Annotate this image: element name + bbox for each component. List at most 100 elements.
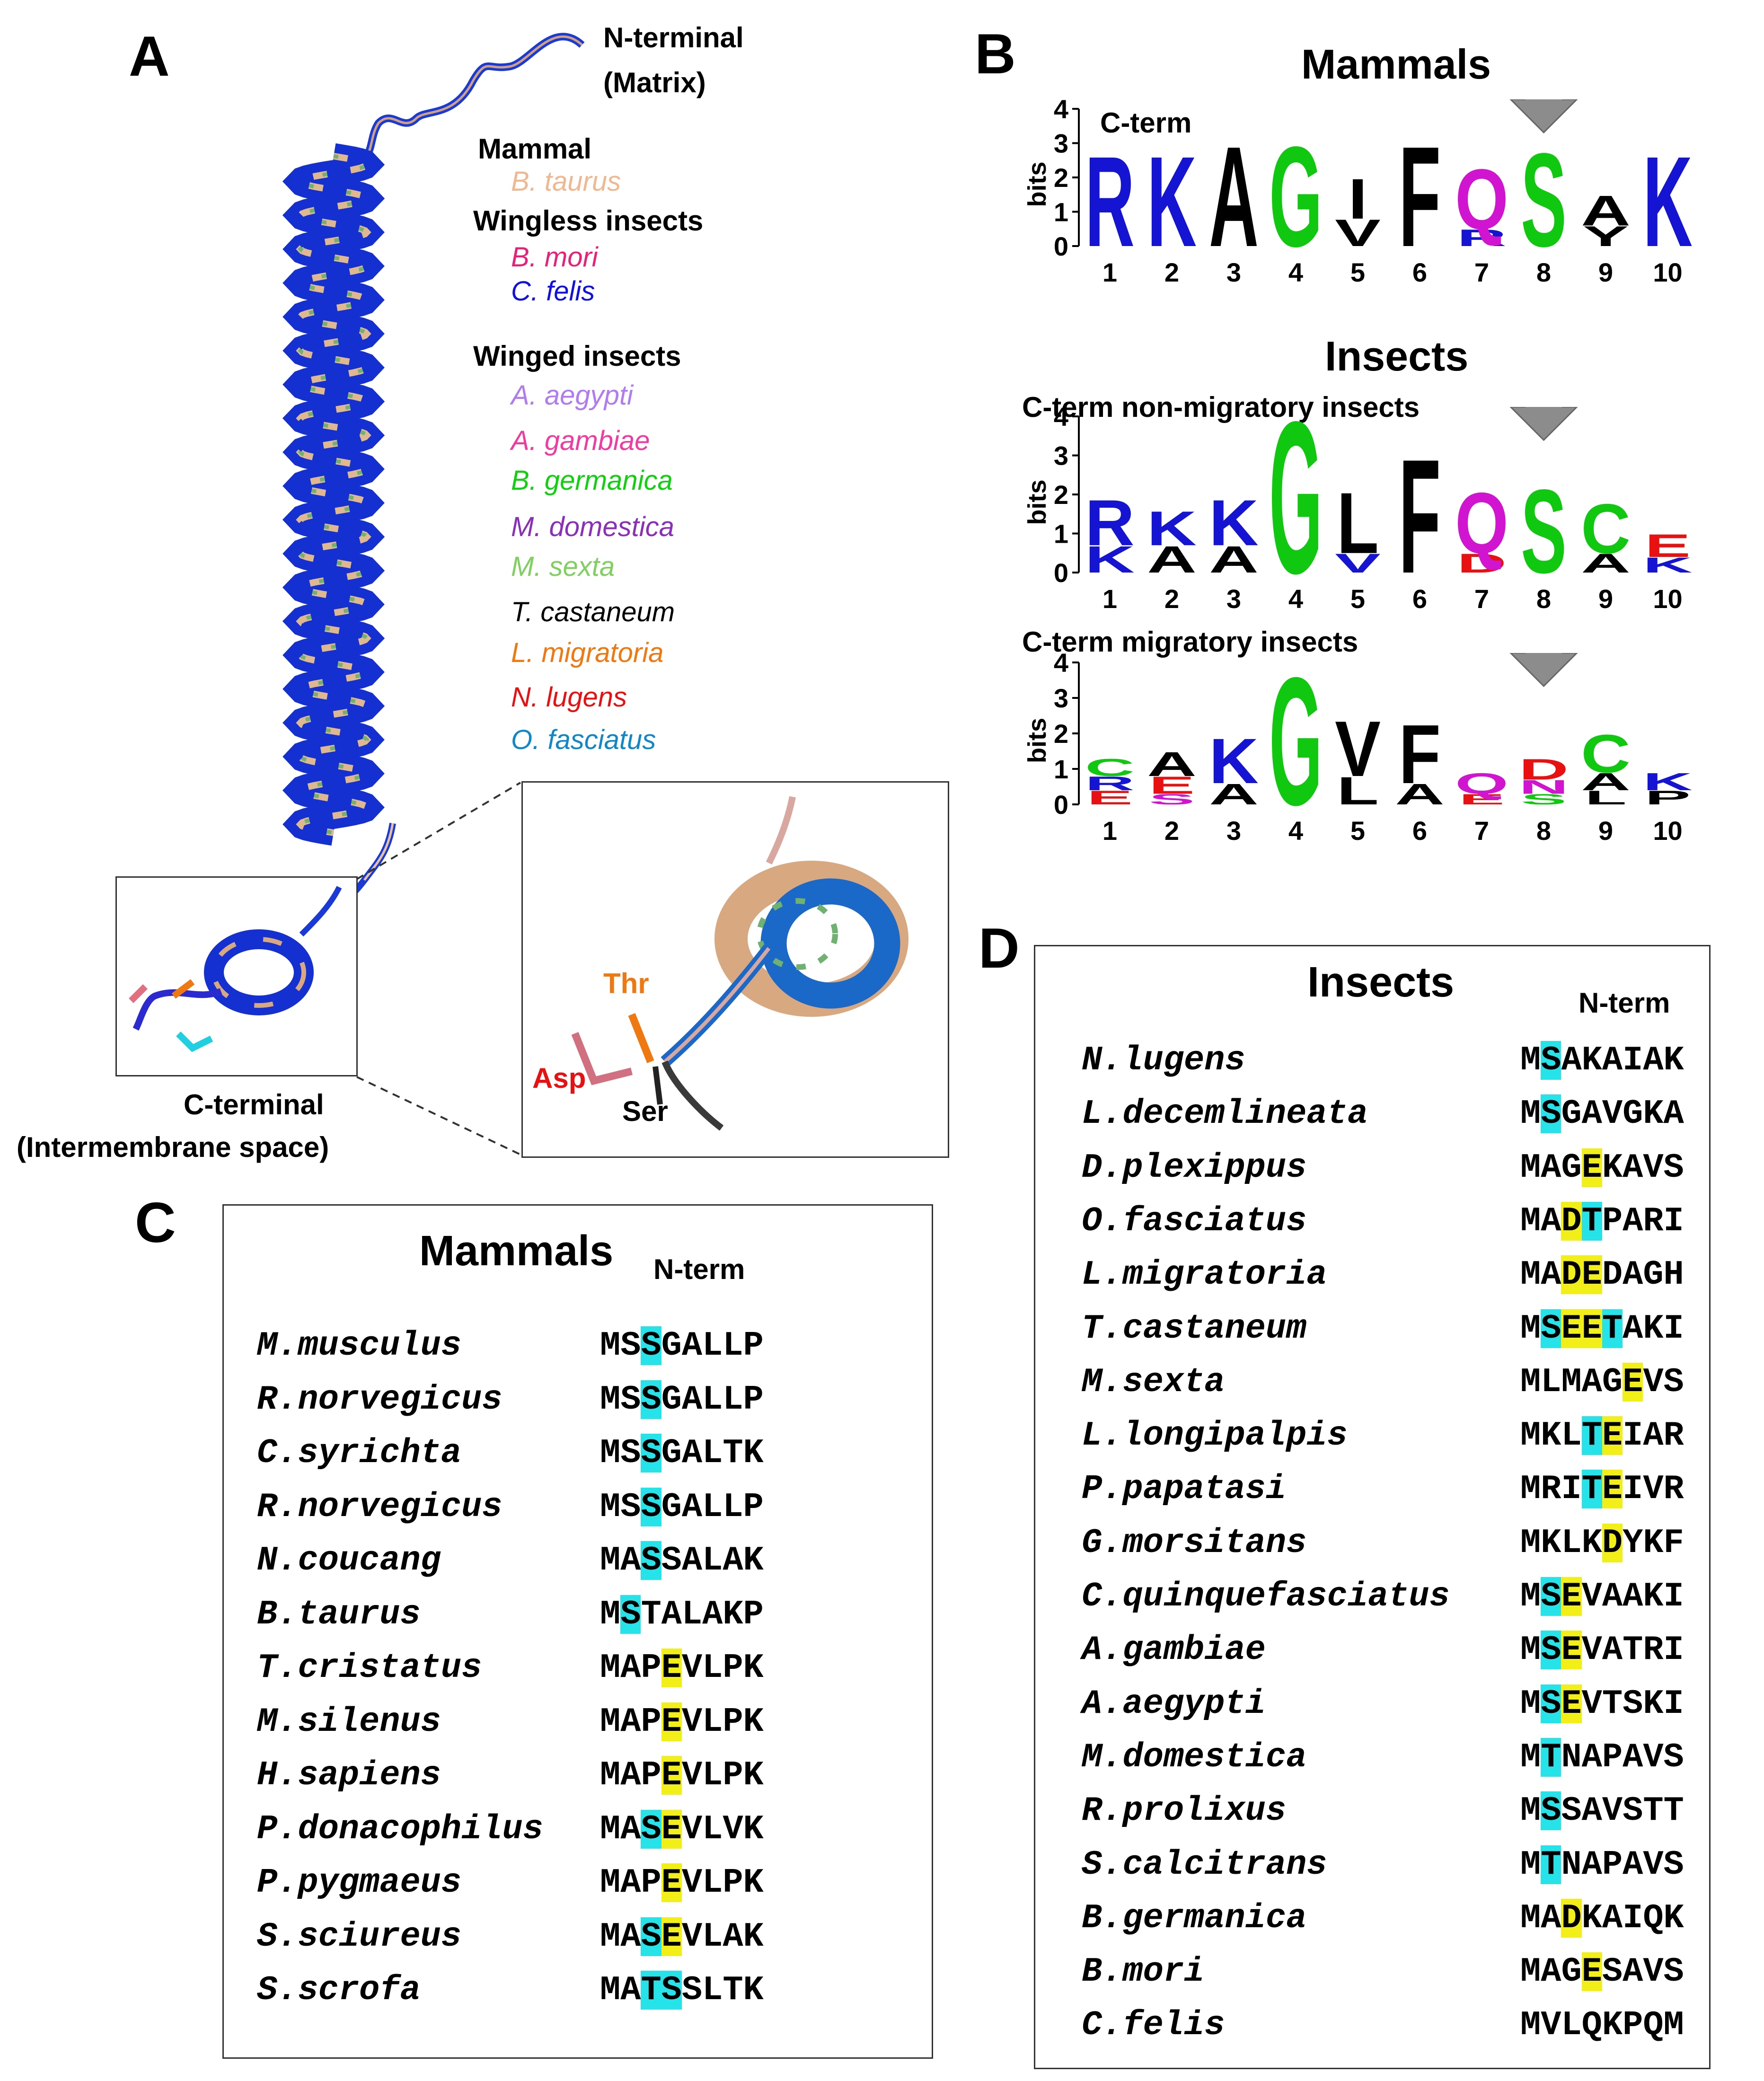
residue: V xyxy=(681,1863,703,1902)
y-tick-label: 3 xyxy=(1054,441,1068,471)
legend-species: B. mori xyxy=(511,242,598,273)
species-name: D.plexippus xyxy=(1082,1148,1307,1187)
residue: R xyxy=(1643,1631,1664,1670)
sequence: MAPEVLPK xyxy=(600,1702,764,1741)
residue: S xyxy=(1561,1791,1582,1831)
residue: E xyxy=(1561,1631,1582,1670)
residue: V xyxy=(1643,1470,1664,1509)
residue: M xyxy=(1520,1684,1541,1723)
logo-subtitle: C-term migratory insects xyxy=(1022,626,1358,658)
residue: P xyxy=(1623,2006,1643,2045)
residue: L xyxy=(1561,1416,1582,1455)
residue: S xyxy=(1623,1791,1643,1831)
residue: S xyxy=(641,1541,662,1580)
logo-letter: E xyxy=(1087,786,1133,809)
sequence: MSEETAKI xyxy=(1520,1309,1684,1348)
residue: K xyxy=(1643,1577,1664,1616)
residue: L xyxy=(702,1809,723,1849)
highlight-arrow xyxy=(1509,99,1578,134)
residue: S xyxy=(1541,1791,1561,1831)
logo-letter: P xyxy=(1645,786,1691,809)
logo-letter: K xyxy=(1643,130,1693,273)
sequence: MAPEVLPK xyxy=(600,1863,764,1902)
c-terminal-sublabel: (Intermembrane space) xyxy=(17,1131,329,1163)
y-tick-label: 2 xyxy=(1054,719,1068,749)
residue: S xyxy=(641,1917,662,1956)
residue: S xyxy=(620,1487,641,1526)
alignment-subtitle: N-term xyxy=(653,1253,745,1285)
legend-species: M. domestica xyxy=(511,511,674,542)
logo-letter: D xyxy=(1519,753,1569,786)
residue: R xyxy=(1663,1470,1684,1509)
residue: A xyxy=(681,1326,703,1365)
residue: V xyxy=(1602,1094,1623,1134)
species-name: B.germanica xyxy=(1082,1898,1307,1938)
residue: E xyxy=(1581,1255,1602,1295)
residue: K xyxy=(743,1971,764,2010)
residue: A xyxy=(681,1487,703,1526)
residue: V xyxy=(1643,1737,1664,1777)
residue: M xyxy=(600,1971,621,2010)
residue: E xyxy=(1561,1309,1582,1348)
logo-letter: V xyxy=(1335,212,1381,254)
x-tick-label: 3 xyxy=(1226,584,1241,614)
residue: A xyxy=(620,1971,641,2010)
residue: S xyxy=(641,1434,662,1473)
logo-letter: A xyxy=(1581,548,1631,579)
residue: T xyxy=(1663,1791,1684,1831)
asp-label: Asp xyxy=(532,1062,586,1094)
legend-group-header: Wingless insects xyxy=(473,205,704,237)
residue: A xyxy=(1581,1845,1602,1884)
residue: A xyxy=(620,1809,641,1849)
helix-ribbon-overlay xyxy=(298,154,370,835)
logo-letter: R xyxy=(1457,225,1507,251)
sequence: MAPEVLPK xyxy=(600,1756,764,1795)
species-name: A.aegypti xyxy=(1082,1684,1266,1723)
residue: D xyxy=(1561,1255,1582,1295)
residue: S xyxy=(1541,1094,1561,1134)
ser-label: Ser xyxy=(622,1095,668,1127)
logo-letter: Y xyxy=(1583,220,1629,252)
residue: K xyxy=(1663,1041,1684,1080)
species-name: O.fasciatus xyxy=(1082,1201,1307,1241)
residue: M xyxy=(1520,1255,1541,1295)
x-tick-label: 10 xyxy=(1653,816,1682,846)
species-name: B.taurus xyxy=(257,1595,421,1634)
logo-letter: G xyxy=(1269,117,1323,277)
logo-letter: L xyxy=(1337,769,1379,813)
species-name: R.prolixus xyxy=(1082,1791,1287,1831)
residue: A xyxy=(1623,1309,1643,1348)
logo-letter: K xyxy=(1085,538,1135,581)
x-tick-label: 2 xyxy=(1164,257,1179,287)
residue: R xyxy=(1663,1416,1684,1455)
x-tick-label: 8 xyxy=(1536,257,1551,287)
residue: A xyxy=(1581,1791,1602,1831)
species-name: S.scrofa xyxy=(257,1971,421,2010)
logo-letter: E xyxy=(1459,791,1505,808)
residue: G xyxy=(1643,1255,1664,1295)
logo-letter: R xyxy=(1085,486,1135,559)
residue: E xyxy=(661,1702,682,1741)
residue: M xyxy=(1520,1791,1541,1831)
residue: G xyxy=(1602,1362,1623,1402)
y-axis-label: bits xyxy=(1023,718,1051,763)
legend-species: B. taurus xyxy=(511,166,621,197)
x-tick-label: 6 xyxy=(1412,584,1427,614)
residue: A xyxy=(1602,1577,1623,1616)
residue: A xyxy=(1541,1201,1561,1241)
sequence: MTNAPAVS xyxy=(1520,1845,1684,1884)
residue: K xyxy=(1643,1309,1664,1348)
species-name: A.gambiae xyxy=(1082,1631,1266,1670)
species-name: L.migratoria xyxy=(1082,1255,1327,1295)
residue: T xyxy=(1581,1470,1602,1509)
species-name: T.castaneum xyxy=(1082,1309,1307,1348)
residue: L xyxy=(702,1756,723,1795)
residue: D xyxy=(1561,1201,1582,1241)
residue: M xyxy=(1520,2006,1541,2045)
sequence: MAGESAVS xyxy=(1520,1952,1684,1992)
residue: M xyxy=(600,1487,621,1526)
x-tick-label: 10 xyxy=(1653,584,1682,614)
residue: P xyxy=(743,1326,764,1365)
residue: S xyxy=(1602,1952,1623,1992)
